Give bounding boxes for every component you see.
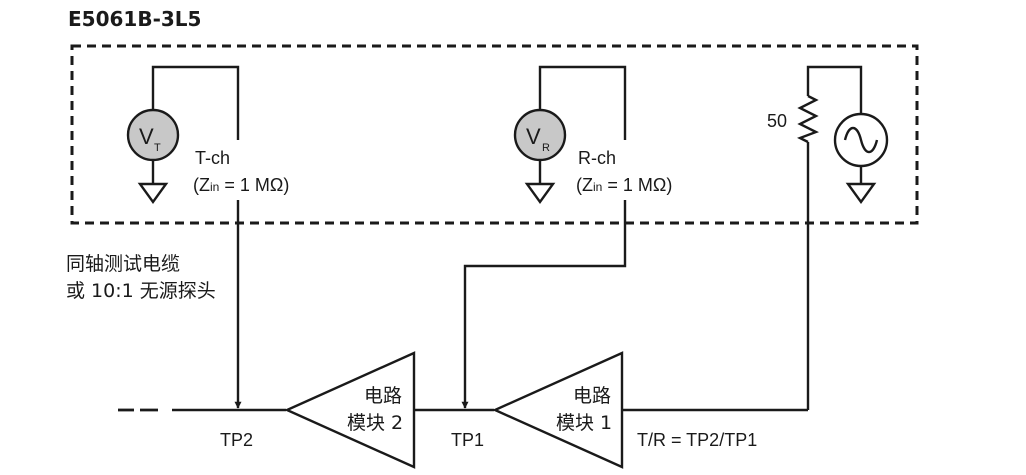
probe-note-line2: 或 10:1 无源探头 xyxy=(66,280,216,302)
sine-wave-icon xyxy=(843,126,879,154)
t-channel-impedance: (Zin = 1 MΩ) xyxy=(193,175,289,195)
block-2-label-line1: 电路 xyxy=(364,385,402,407)
t-channel-label: T-ch xyxy=(195,148,230,168)
r-channel-receiver: V R R-ch (Zin = 1 MΩ) xyxy=(513,65,672,205)
r-channel-impedance: (Zin = 1 MΩ) xyxy=(576,175,672,195)
r-voltmeter-symbol: V xyxy=(526,124,541,149)
source-ground-icon xyxy=(845,182,877,205)
instrument-boundary xyxy=(70,44,919,225)
r-channel-label: R-ch xyxy=(578,148,616,168)
r-ground-icon xyxy=(524,182,556,205)
tp2-label: TP2 xyxy=(220,430,253,450)
circuit-block-2: 电路 模块 2 xyxy=(284,351,416,469)
probe-note-line1: 同轴测试电缆 xyxy=(66,253,180,275)
t-voltmeter-symbol: V xyxy=(139,124,154,149)
block-1-label-line2: 模块 1 xyxy=(556,412,612,434)
t-voltmeter-subscript: T xyxy=(154,142,161,154)
r-voltmeter-subscript: R xyxy=(542,142,550,154)
t-channel-receiver: V T T-ch (Zin = 1 MΩ) xyxy=(126,65,289,205)
tp1-label: TP1 xyxy=(451,430,484,450)
t-channel-loop-wire xyxy=(151,65,240,140)
signal-source: 50 xyxy=(767,65,889,205)
block-1-label-line1: 电路 xyxy=(573,385,611,407)
instrument-title: E5061B-3L5 xyxy=(68,7,201,31)
r-probe-cable-arrow xyxy=(461,200,627,409)
block-2-label-line2: 模块 2 xyxy=(347,412,403,434)
circuit-block-1: 电路 模块 1 xyxy=(492,351,624,469)
t-ground-icon xyxy=(137,182,169,205)
ratio-formula: T/R = TP2/TP1 xyxy=(637,430,757,450)
source-top-wire xyxy=(806,65,863,115)
block-2-triangle xyxy=(284,351,416,469)
block-1-triangle xyxy=(492,351,624,469)
resistor-label: 50 xyxy=(767,111,787,131)
r-channel-loop-wire xyxy=(538,65,627,140)
resistor-icon xyxy=(797,94,819,144)
